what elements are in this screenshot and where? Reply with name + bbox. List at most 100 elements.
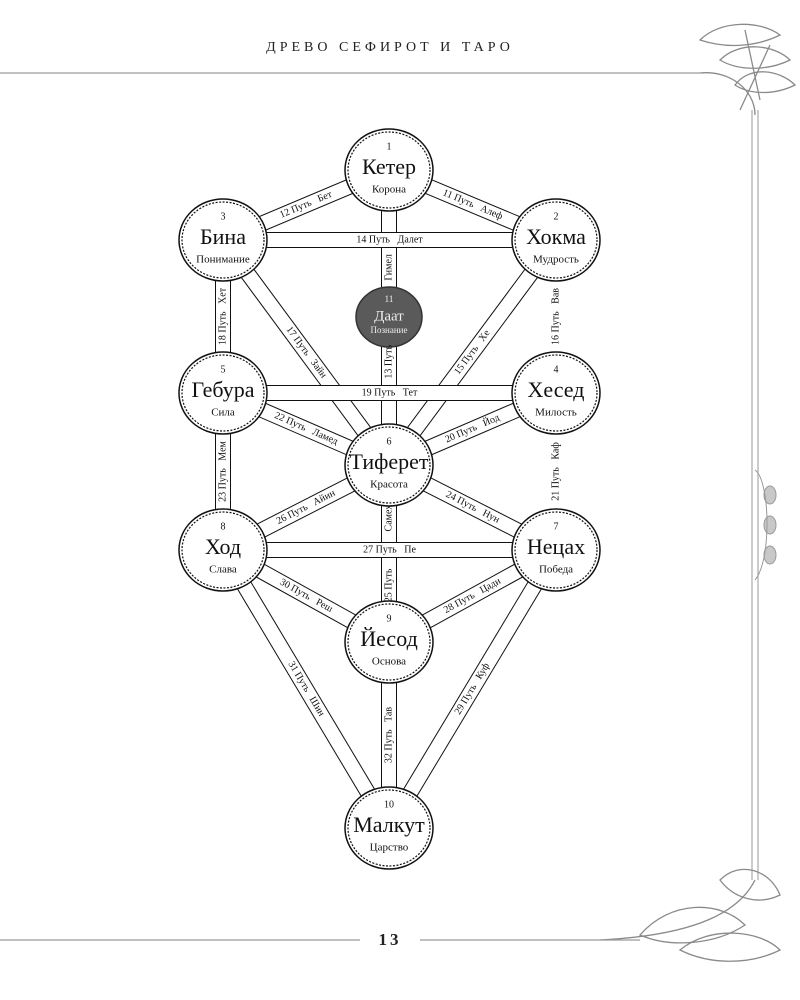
sefira-name: Хесед bbox=[528, 377, 585, 402]
sefira-inner-ring bbox=[181, 354, 265, 432]
path-label-text: 19 Путь Тет bbox=[362, 387, 418, 398]
path-label: 13 Путь Гимел bbox=[383, 254, 394, 378]
path-band-fill bbox=[217, 235, 395, 470]
sefira-meaning: Милость bbox=[535, 407, 577, 419]
sefira-meaning: Познание bbox=[371, 325, 408, 335]
path-label-text: 31 Путь Шин bbox=[286, 659, 328, 718]
path-label-text: 26 Путь Айин bbox=[275, 487, 338, 526]
sefira-name: Гебура bbox=[192, 377, 255, 402]
sefira-circle bbox=[355, 286, 423, 348]
path-31 bbox=[216, 545, 396, 833]
sefira-meaning: Мудрость bbox=[533, 254, 579, 266]
running-header: ДРЕВО СЕФИРОТ И ТАРО bbox=[266, 40, 514, 55]
path-label: 22 Путь Ламед bbox=[273, 410, 340, 447]
vine-ornament-icon bbox=[754, 469, 777, 581]
path-band-fill bbox=[383, 235, 562, 470]
path-label-text: 23 Путь Мем bbox=[217, 440, 228, 501]
path-label-text: 32 Путь Тав bbox=[383, 707, 394, 763]
path-15 bbox=[382, 235, 563, 470]
path-label: 18 Путь Хет bbox=[217, 287, 228, 345]
path-label: 29 Путь Куф bbox=[453, 661, 493, 717]
sefira-meaning: Красота bbox=[370, 479, 408, 491]
sefira-meaning: Понимание bbox=[196, 254, 250, 266]
path-label-text: 30 Путь Реш bbox=[278, 577, 335, 615]
sefira-inner-ring bbox=[347, 789, 431, 867]
sefira-name: Даат bbox=[374, 308, 404, 324]
sefirot-layer: 1КетерКорона2ХокмаМудрость3БинаПонимание… bbox=[178, 128, 601, 870]
path-label: 15 Путь Хе bbox=[452, 327, 493, 376]
sefira-number: 11 bbox=[385, 294, 394, 304]
path-label: 30 Путь Реш bbox=[278, 577, 335, 615]
sefira-inner-ring bbox=[514, 201, 598, 279]
path-letter-label: Самех bbox=[383, 505, 394, 532]
sefira-number: 4 bbox=[554, 364, 559, 375]
sefira-number: 6 bbox=[387, 436, 392, 447]
sefira-name: Бина bbox=[200, 224, 246, 249]
sefira-number: 2 bbox=[554, 211, 559, 222]
path-label-text: 17 Путь Зайн bbox=[284, 324, 330, 380]
path-label-text: 22 Путь Ламед bbox=[273, 410, 340, 447]
sefira-number: 9 bbox=[387, 613, 392, 624]
path-band-fill bbox=[382, 546, 563, 832]
path-label: 25 Путь Самех bbox=[383, 505, 394, 602]
path-band-fill bbox=[216, 546, 396, 832]
sefira-meaning: Сила bbox=[211, 407, 235, 419]
path-17 bbox=[216, 235, 396, 470]
sefira-name: Йесод bbox=[360, 626, 418, 651]
sefira-name: Ход bbox=[205, 534, 241, 559]
path-label-text: 18 Путь Хет bbox=[217, 287, 228, 345]
path-label-text: 27 Путь Пе bbox=[363, 544, 416, 555]
path-label: 11 Путь Алеф bbox=[441, 187, 505, 222]
sefira-number: 5 bbox=[221, 364, 226, 375]
sefira-name: Хокма bbox=[526, 224, 586, 249]
path-label: 19 Путь Тет bbox=[362, 387, 418, 398]
sefira-meaning: Царство bbox=[370, 842, 409, 854]
path-label: 17 Путь Зайн bbox=[284, 324, 330, 380]
path-label-text: 28 Путь Цади bbox=[442, 575, 503, 615]
path-label-text: 21 Путь Каф bbox=[550, 442, 561, 501]
path-label: 26 Путь Айин bbox=[275, 487, 338, 526]
sefira-meaning: Слава bbox=[209, 564, 237, 576]
sefira-meaning: Корона bbox=[372, 184, 406, 196]
leaf-ornament-top-icon bbox=[698, 23, 797, 116]
sefira-name: Малкут bbox=[353, 812, 425, 837]
sefira-inner-ring bbox=[347, 426, 431, 504]
path-label: 14 Путь Далет bbox=[356, 234, 423, 245]
sefira-inner-ring bbox=[347, 131, 431, 209]
path-29 bbox=[382, 545, 563, 833]
sefira-meaning: Основа bbox=[372, 656, 406, 668]
path-label: 24 Путь Нун bbox=[444, 489, 502, 526]
path-number-label: 25 Путь bbox=[383, 568, 394, 602]
sefira-inner-ring bbox=[514, 354, 598, 432]
sefira-name: Нецах bbox=[527, 534, 585, 559]
sefira-inner-ring bbox=[181, 201, 265, 279]
path-letter-label: Гимел bbox=[383, 254, 394, 281]
sefira-meaning: Победа bbox=[539, 564, 573, 576]
path-label: 23 Путь Мем bbox=[217, 440, 228, 501]
path-number-label: 13 Путь bbox=[383, 344, 394, 378]
sefira-inner-ring bbox=[514, 511, 598, 589]
path-label: 27 Путь Пе bbox=[363, 544, 416, 555]
sefira-number: 8 bbox=[221, 521, 226, 532]
sefira-number: 7 bbox=[554, 521, 559, 532]
path-label: 21 Путь Каф bbox=[550, 442, 561, 501]
sefira-inner-ring bbox=[347, 603, 431, 681]
sefira-number: 10 bbox=[384, 799, 394, 810]
page-number: 13 bbox=[378, 930, 402, 949]
leaf-ornament-bottom-icon bbox=[599, 868, 782, 962]
path-label: 16 Путь Вав bbox=[550, 288, 561, 345]
path-label-text: 29 Путь Куф bbox=[453, 661, 493, 717]
path-label-text: 11 Путь Алеф bbox=[441, 187, 505, 222]
